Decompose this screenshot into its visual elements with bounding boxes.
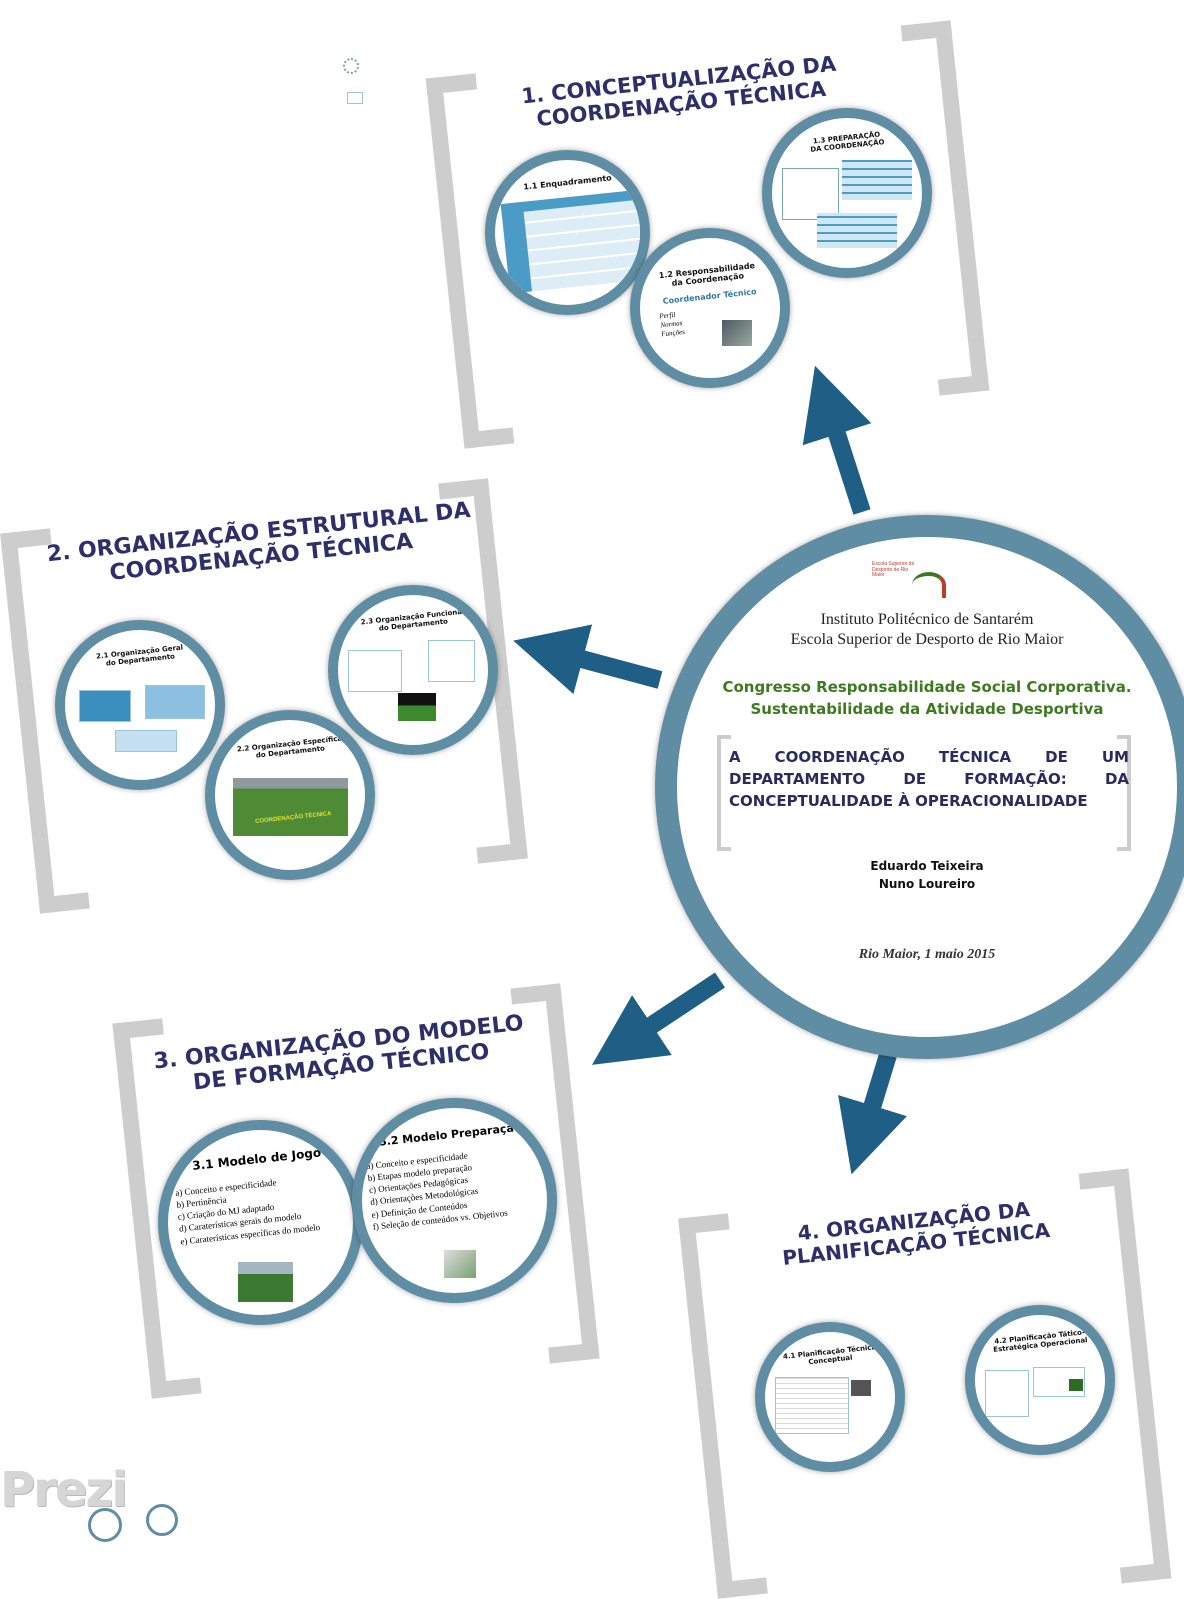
- arrow-to-section3: [591, 972, 725, 1065]
- org-geral-table: [79, 690, 131, 722]
- arrow-to-section4: [838, 1052, 907, 1175]
- enquadramento-table: [500, 188, 640, 294]
- arrow-to-section2: [513, 624, 663, 695]
- presentation-title: A COORDENAÇÃO TÉCNICA DE UM DEPARTAMENTO…: [729, 748, 1129, 810]
- circle-3-2-modelo-preparacao[interactable]: 3.2 Modelo Preparação a) Conceito e espe…: [352, 1098, 557, 1303]
- preparacao-table-1: [842, 160, 912, 200]
- funcional-box-1: [348, 650, 402, 692]
- field-night-photo: [398, 693, 436, 721]
- circle-2-2-title: 2.2 Organização Específica do Departamen…: [236, 734, 343, 760]
- planificacao-operacional-box-1: [985, 1370, 1029, 1417]
- circle-1-3-preparacao[interactable]: 1.3 PREPARAÇÃO DA COORDENAÇÃO: [762, 108, 932, 278]
- org-geral-table-2: [145, 685, 205, 719]
- school-name: Escola Superior de Desporto de Rio Maior: [790, 631, 1064, 648]
- zoom-out-control[interactable]: [88, 1508, 122, 1542]
- modelo-preparacao-list: a) Conceito e especificidade b) Etapas m…: [365, 1150, 509, 1232]
- circle-2-3-title: 2.3 Organização Funcional do Departament…: [360, 607, 465, 633]
- presentation-date: Rio Maior, 1 maio 2015: [858, 947, 996, 962]
- main-title-bracket-left: [717, 735, 731, 851]
- planificacao-conceptual-list: [775, 1377, 849, 1434]
- planificacao-operacional-photo: [1069, 1379, 1083, 1391]
- circle-2-2-organizacao-especifica[interactable]: 2.2 Organização Específica do Departamen…: [205, 710, 375, 880]
- circle-4-1-planificacao-conceptual[interactable]: 4.1 Planificação Técnica Conceptual: [755, 1322, 905, 1472]
- circle-2-1-title: 2.1 Organização Geral do Departamento: [95, 643, 184, 668]
- circle-4-1-title: 4.1 Planificação Técnica Conceptual: [782, 1343, 877, 1367]
- circle-2-1-organizacao-geral[interactable]: 2.1 Organização Geral do Departamento: [55, 620, 225, 790]
- main-title-circle[interactable]: Escola Superior de Desporto de Rio Maior…: [655, 515, 1184, 1059]
- modelo-jogo-list: a) Conceito e especificidade b) Pertinên…: [174, 1177, 321, 1247]
- author-2: Nuno Loureiro: [878, 877, 976, 891]
- modelo-jogo-photo: [238, 1262, 293, 1302]
- circle-3-1-modelo-jogo[interactable]: 3.1 Modelo de Jogo a) Conceito e especif…: [158, 1120, 363, 1325]
- planificacao-conceptual-photo: [851, 1380, 871, 1396]
- circle-4-2-planificacao-operacional[interactable]: 4.2 Planificação Tático- Estratégica Ope…: [965, 1305, 1115, 1455]
- preparacao-table-2: [817, 213, 897, 248]
- author-1: Eduardo Teixeira: [870, 859, 984, 873]
- mini-thumbnail-top: [343, 58, 359, 74]
- circle-1-3-title: 1.3 PREPARAÇÃO DA COORDENAÇÃO: [809, 130, 885, 154]
- overview-control[interactable]: [146, 1504, 178, 1536]
- mini-thumbnail-bottom: [347, 92, 363, 104]
- circle-2-3-organizacao-funcional[interactable]: 2.3 Organização Funcional do Departament…: [328, 585, 498, 755]
- circle-4-2-title: 4.2 Planificação Tático- Estratégica Ope…: [992, 1328, 1088, 1354]
- main-title-bracket-right: [1117, 735, 1131, 851]
- preparacao-diagram: [782, 168, 839, 220]
- circle-1-1-enquadramento[interactable]: 1.1 Enquadramento: [485, 150, 650, 315]
- arrow-to-section1: [802, 365, 872, 515]
- coordenador-photo: [722, 320, 752, 346]
- congress-title: Congresso Responsabilidade Social Corpor…: [722, 678, 1132, 718]
- funcional-box-2: [428, 640, 475, 682]
- institution-name: Instituto Politécnico de Santarém: [820, 611, 1034, 628]
- modelo-preparacao-photo: [444, 1250, 476, 1278]
- authors: Eduardo Teixeira Nuno Loureiro: [677, 857, 1177, 893]
- logo-text: Escola Superior de Desporto de Rio Maior: [872, 561, 915, 578]
- org-geral-chart: [115, 730, 177, 752]
- circle-1-2-responsabilidade[interactable]: 1.2 Responsabilidade da Coordenação Coor…: [630, 228, 790, 388]
- school-logo: Escola Superior de Desporto de Rio Maior: [872, 561, 946, 602]
- stadium-photo: [233, 778, 348, 836]
- planificacao-operacional-box-2: [1033, 1367, 1085, 1397]
